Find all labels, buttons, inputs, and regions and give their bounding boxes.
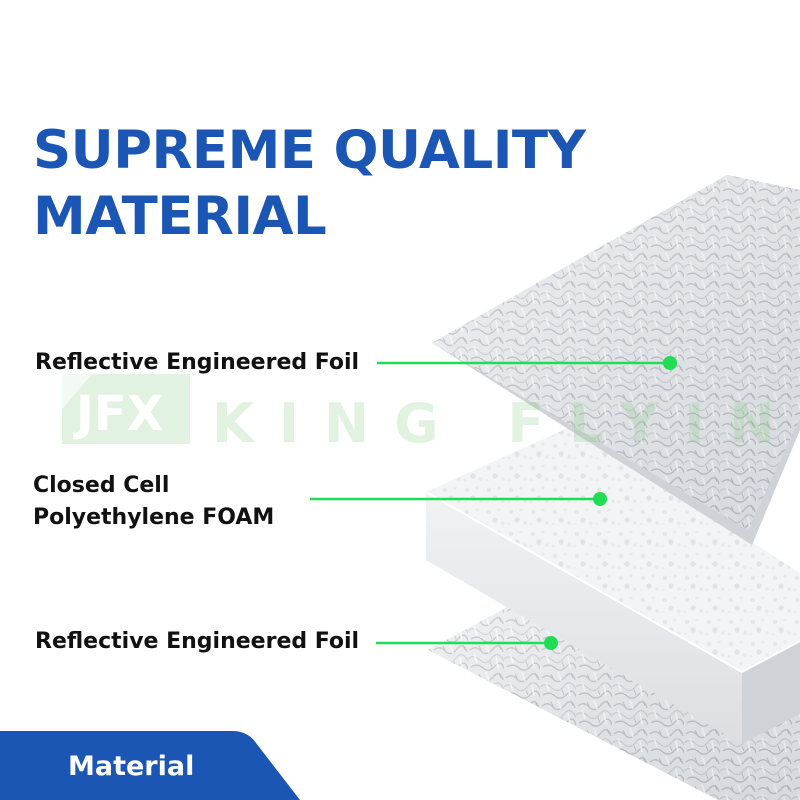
callout-line-bottom — [376, 636, 558, 650]
top-foil-layer — [432, 175, 800, 545]
callout-line-top — [377, 356, 677, 370]
foam-layer — [425, 426, 800, 744]
callout-line-middle — [310, 492, 607, 506]
footer-tab-background — [0, 731, 300, 800]
bottom-foil-layer — [428, 600, 800, 800]
callout-label-foam: Closed Cell Polyethylene FOAM — [33, 470, 274, 534]
callout-label-top-foil: Reflective Engineered Foil — [35, 350, 360, 375]
page-title: SUPREME QUALITY MATERIAL — [33, 118, 586, 250]
callout-label-foam-line-1: Closed Cell — [33, 473, 170, 498]
callout-label-bottom-foil: Reflective Engineered Foil — [35, 629, 360, 654]
title-line-2: MATERIAL — [33, 186, 327, 247]
callout-label-foam-line-2: Polyethylene FOAM — [33, 505, 275, 530]
title-line-1: SUPREME QUALITY — [33, 120, 586, 181]
footer-tab-label: Material — [68, 751, 195, 782]
